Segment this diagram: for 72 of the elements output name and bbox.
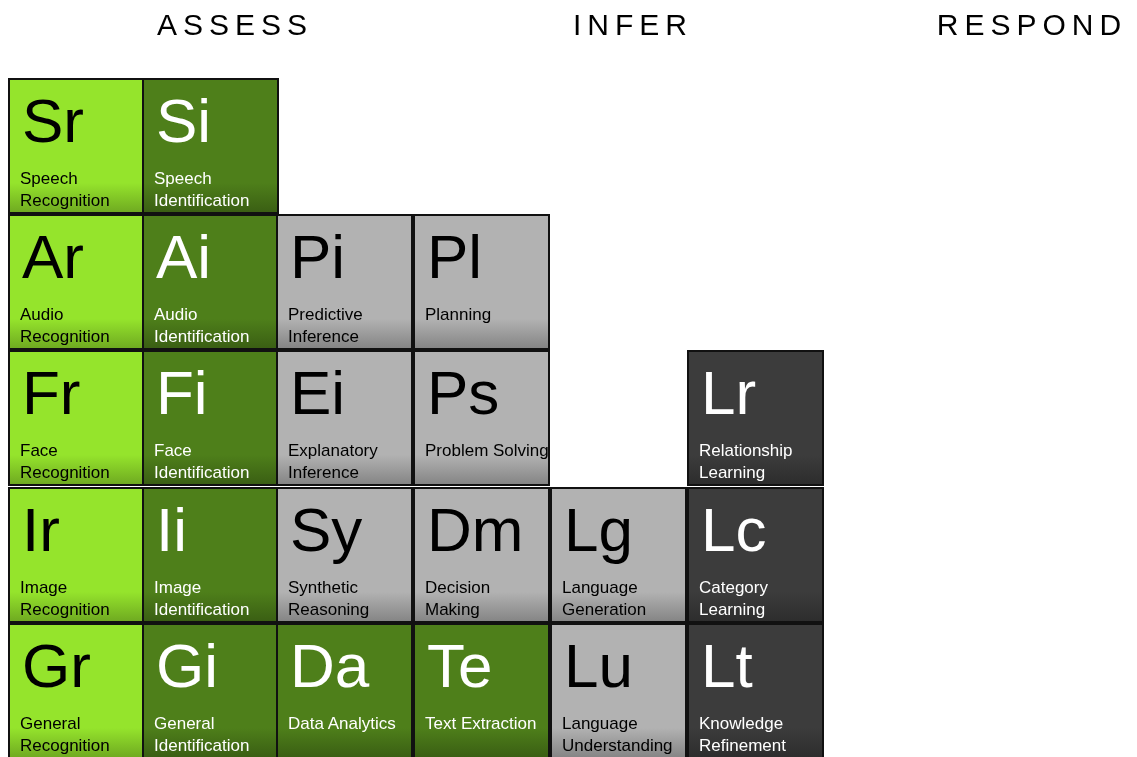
element-symbol: Ai (156, 221, 212, 293)
element-name: Speech Identification (154, 168, 251, 212)
column-heading: RESPOND (936, 8, 1128, 42)
element-symbol: Fi (156, 357, 208, 429)
column-heading: INFER (573, 8, 693, 42)
element-name: Relationship Learning (699, 440, 794, 484)
element-name: General Identification (154, 713, 251, 757)
element-symbol: Sy (290, 494, 363, 566)
element-tile (413, 487, 550, 623)
element-tile (142, 350, 279, 486)
element-tile (8, 350, 145, 486)
element-symbol: Lr (701, 357, 757, 429)
element-tile (413, 623, 550, 757)
element-name: Decision Making (425, 577, 492, 621)
element-tile (142, 214, 279, 350)
element-name: Face Identification (154, 440, 251, 484)
element-name: Synthetic Reasoning (288, 577, 371, 621)
element-tile (550, 623, 687, 757)
element-tile (8, 487, 145, 623)
element-symbol: Lc (701, 494, 767, 566)
element-tile (687, 623, 824, 757)
element-symbol: Ii (156, 494, 187, 566)
element-symbol: Gi (156, 630, 218, 702)
element-tile (142, 78, 279, 214)
element-symbol: Lt (701, 630, 753, 702)
element-name: General Recognition (20, 713, 111, 757)
element-name: Audio Identification (154, 304, 251, 348)
element-tile (276, 350, 413, 486)
element-tile (687, 350, 824, 486)
element-symbol: Dm (427, 494, 524, 566)
element-name: Data Analytics (288, 713, 397, 735)
element-name: Language Generation (562, 577, 648, 621)
element-name: Speech Recognition (20, 168, 111, 212)
element-symbol: Pi (290, 221, 346, 293)
element-name: Text Extraction (425, 713, 538, 735)
element-symbol: Ps (427, 357, 500, 429)
element-tile (8, 214, 145, 350)
element-symbol: Si (156, 85, 212, 157)
element-tile (276, 487, 413, 623)
element-tile (8, 623, 145, 757)
element-symbol: Gr (22, 630, 91, 702)
element-tile (687, 487, 824, 623)
element-name: Audio Recognition (20, 304, 111, 348)
element-symbol: Lu (564, 630, 633, 702)
element-symbol: Lg (564, 494, 633, 566)
element-symbol: Ei (290, 357, 346, 429)
element-symbol: Da (290, 630, 370, 702)
element-tile (413, 214, 550, 350)
element-name: Category Learning (699, 577, 769, 621)
element-name: Problem Solving (425, 440, 549, 462)
element-tile (276, 623, 413, 757)
element-tile (413, 350, 550, 486)
element-symbol: Fr (22, 357, 81, 429)
element-symbol: Ar (22, 221, 84, 293)
element-name: Predictive Inference (288, 304, 364, 348)
element-symbol: Te (427, 630, 493, 702)
element-symbol: Pl (427, 221, 483, 293)
element-tile (8, 78, 145, 214)
element-name: Face Recognition (20, 440, 111, 484)
element-name: Explanatory Inference (288, 440, 379, 484)
element-tile (142, 487, 279, 623)
element-tile (142, 623, 279, 757)
element-tile (550, 487, 687, 623)
element-name: Image Recognition (20, 577, 111, 621)
element-name: Planning (425, 304, 493, 326)
element-symbol: Sr (22, 85, 84, 157)
column-heading: ASSESS (156, 8, 314, 42)
element-name: Image Identification (154, 577, 251, 621)
element-name: Language Understanding (562, 713, 674, 757)
element-symbol: Ir (22, 494, 60, 566)
element-tile (276, 214, 413, 350)
element-name: Knowledge Refinement (699, 713, 787, 757)
